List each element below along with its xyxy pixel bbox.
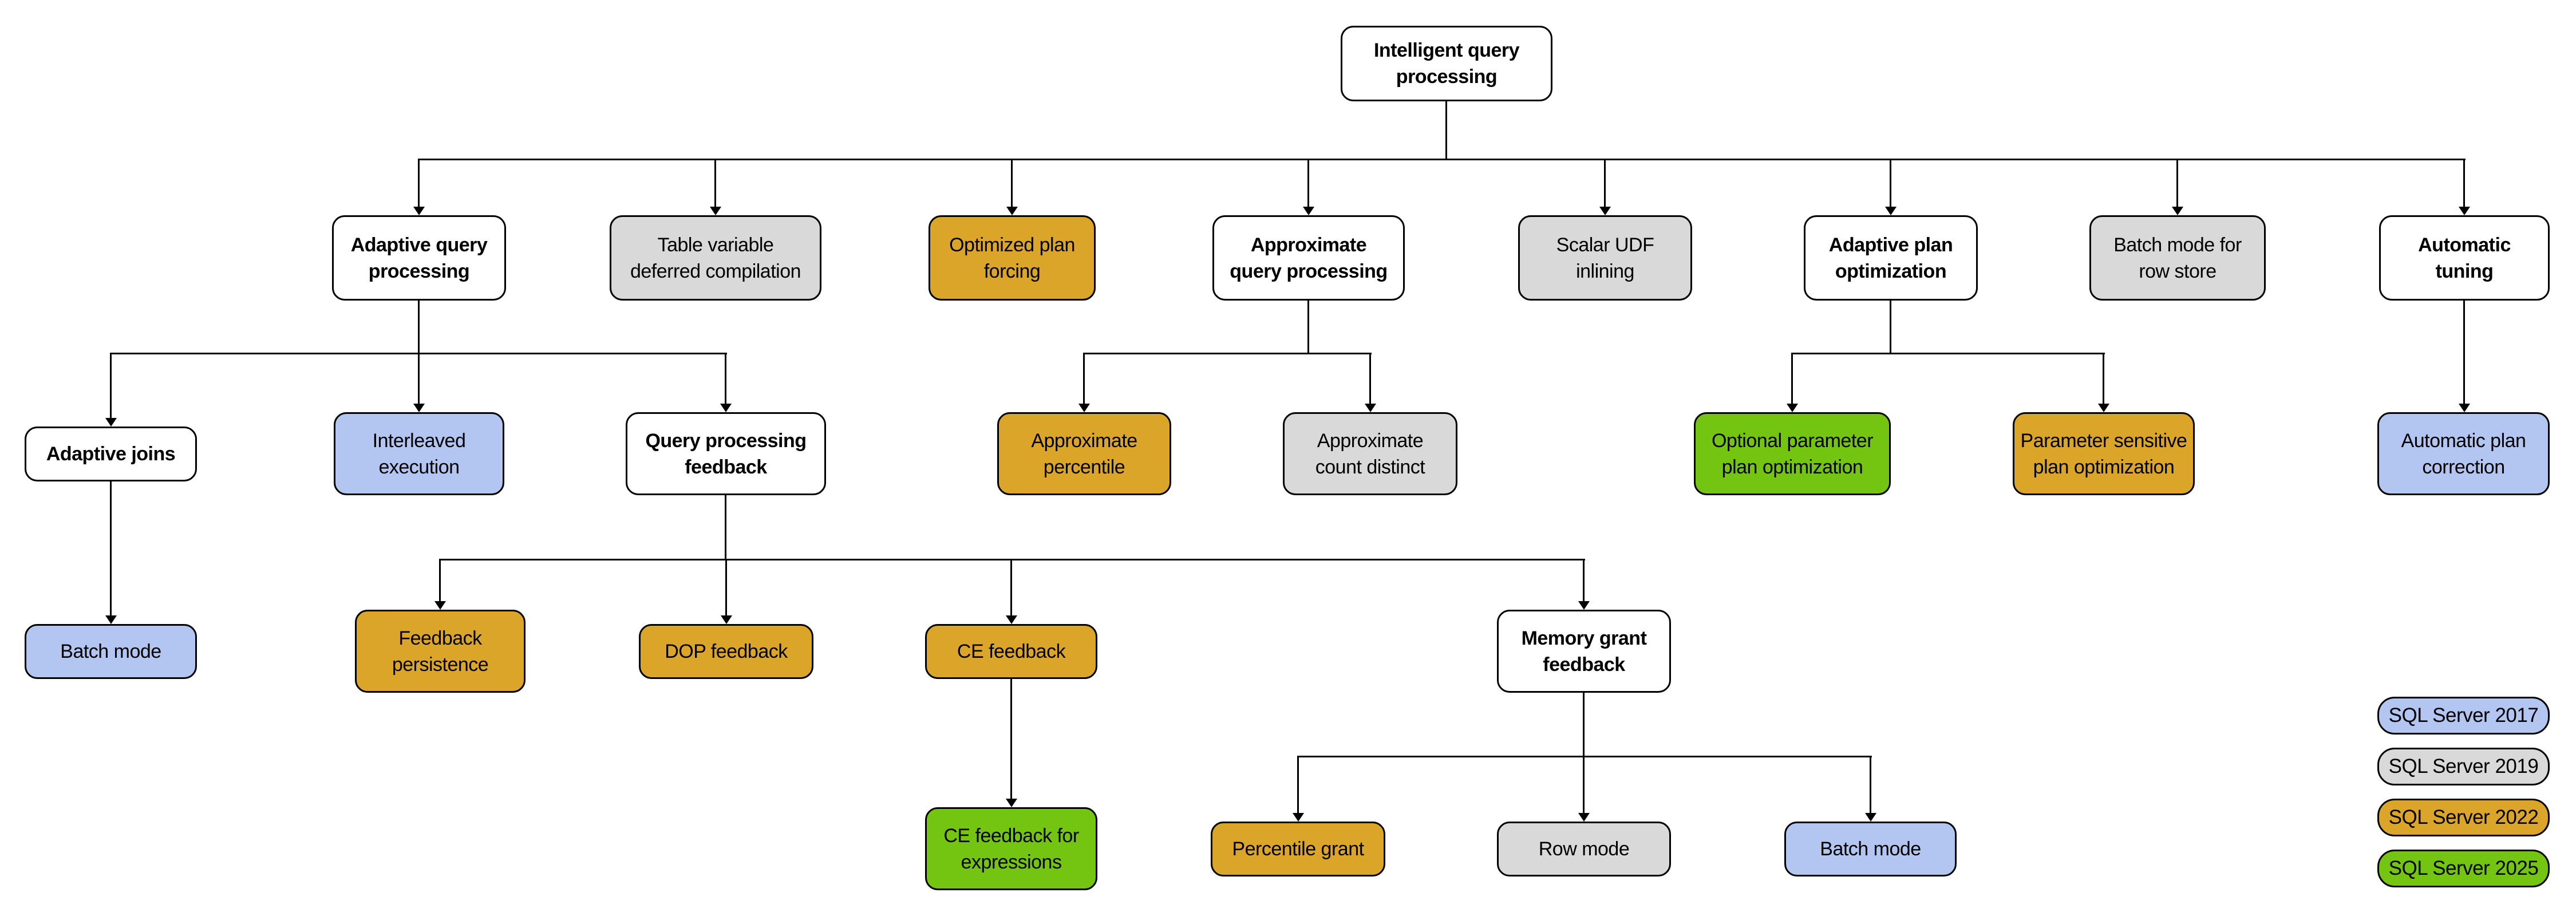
node-dop-feedback: DOP feedback	[639, 624, 813, 679]
edge-drop-batch-mode-memory-grant	[1870, 756, 1871, 814]
arrowhead	[1365, 404, 1376, 412]
edge-drop-batch-mode-for-row-store	[2176, 159, 2178, 208]
arrowhead	[1865, 813, 1876, 822]
edge-approx-bus	[1083, 353, 1372, 354]
edge-drop-table-variable-deferred-compilation	[714, 159, 716, 208]
edge-approx-stem	[1307, 301, 1309, 354]
node-row-mode: Row mode	[1497, 822, 1671, 876]
edge-drop-percentile-grant	[1297, 756, 1299, 814]
arrowhead	[105, 418, 117, 427]
edge-apo-stem	[1890, 301, 1891, 354]
edge-drop-ce-feedback	[1010, 559, 1012, 617]
edge-drop-adaptive-plan-optimization	[1890, 159, 1891, 208]
node-adaptive-plan-optimization: Adaptive plan optimization	[1804, 215, 1978, 301]
legend-sql-server-2022: SQL Server 2022	[2377, 799, 2550, 836]
node-feedback-persistence: Feedback persistence	[355, 610, 526, 693]
arrowhead	[2172, 207, 2183, 215]
edge-apo-bus	[1791, 353, 2105, 354]
arrowhead	[1006, 207, 1018, 215]
node-percentile-grant: Percentile grant	[1211, 822, 1385, 876]
arrowhead	[1006, 615, 1017, 624]
edge-root-bus	[418, 159, 2466, 160]
node-parameter-sensitive-plan-optimization: Parameter sensitive plan optimization	[2013, 412, 2195, 495]
edge-drop-scalar-udf-inlining	[1604, 159, 1606, 208]
arrowhead	[105, 615, 117, 624]
edge-aqp-stem	[418, 301, 420, 354]
node-query-processing-feedback: Query processing feedback	[626, 412, 826, 495]
arrowhead	[720, 404, 732, 412]
edge-mgf-bus	[1297, 756, 1872, 757]
arrowhead	[1006, 799, 1017, 807]
arrowhead	[2098, 404, 2109, 412]
edge-mgf-stem	[1583, 693, 1585, 756]
arrowhead	[434, 601, 446, 610]
arrowhead	[1303, 207, 1314, 215]
node-adaptive-joins: Adaptive joins	[25, 427, 197, 481]
arrowhead	[413, 404, 425, 412]
node-approximate-count-distinct: Approximate count distinct	[1283, 412, 1457, 495]
edge-qpf-stem	[725, 495, 726, 559]
arrowhead	[1078, 404, 1090, 412]
edge-drop-memory-grant-feedback	[1583, 559, 1585, 602]
node-table-variable-deferred-compilation: Table variable deferred compilation	[610, 215, 821, 301]
arrowhead	[413, 207, 425, 215]
node-automatic-tuning: Automatic tuning	[2379, 215, 2550, 301]
edge-drop-approximate-query-processing	[1307, 159, 1309, 208]
arrowhead	[1599, 207, 1611, 215]
node-ce-feedback-for-expressions: CE feedback for expressions	[925, 807, 1097, 890]
node-ce-feedback: CE feedback	[925, 624, 1097, 679]
arrowhead	[1885, 207, 1897, 215]
arrowhead	[710, 207, 721, 215]
node-scalar-udf-inlining: Scalar UDF inlining	[1518, 215, 1692, 301]
edge-drop-automatic-tuning	[2463, 159, 2465, 208]
edge-qpf-bus	[439, 559, 1585, 560]
edge-drop-optimized-plan-forcing	[1011, 159, 1013, 208]
edge-adaptive-joins-batch-mode	[110, 481, 112, 617]
arrowhead	[1787, 404, 1798, 412]
arrowhead	[2459, 207, 2470, 215]
node-optimized-plan-forcing: Optimized plan forcing	[929, 215, 1096, 301]
arrowhead	[2459, 404, 2470, 412]
node-approximate-query-processing: Approximate query processing	[1212, 215, 1405, 301]
edge-drop-adaptive-joins	[110, 353, 112, 419]
node-intelligent-query-processing: Intelligent query processing	[1341, 26, 1552, 101]
node-approximate-percentile: Approximate percentile	[997, 412, 1171, 495]
edge-ce-feedback-expressions	[1010, 679, 1012, 800]
node-batch-mode-adaptive-joins: Batch mode	[25, 624, 197, 679]
node-memory-grant-feedback: Memory grant feedback	[1497, 610, 1671, 693]
legend-sql-server-2017: SQL Server 2017	[2377, 697, 2550, 735]
edge-automatic-tuning	[2463, 301, 2465, 405]
node-adaptive-query-processing: Adaptive query processing	[332, 215, 506, 301]
edge-drop-approximate-count-distinct	[1369, 353, 1371, 405]
node-batch-mode-memory-grant: Batch mode	[1784, 822, 1957, 876]
edge-drop-parameter-sensitive-plan-optimization	[2103, 353, 2104, 405]
arrowhead	[1293, 813, 1304, 822]
arrowhead	[1578, 813, 1590, 822]
node-interleaved-execution: Interleaved execution	[334, 412, 504, 495]
node-batch-mode-for-row-store: Batch mode for row store	[2089, 215, 2266, 301]
edge-drop-adaptive-query-processing	[418, 159, 420, 208]
node-optional-parameter-plan-optimization: Optional parameter plan optimization	[1694, 412, 1891, 495]
edge-drop-interleaved-execution	[418, 353, 420, 405]
arrowhead	[1578, 601, 1590, 610]
edge-drop-row-mode	[1583, 756, 1585, 814]
edge-drop-query-processing-feedback	[725, 353, 726, 405]
legend-sql-server-2025: SQL Server 2025	[2377, 850, 2550, 887]
edge-root-stem	[1445, 101, 1447, 159]
edge-drop-approximate-percentile	[1083, 353, 1085, 405]
edge-drop-feedback-persistence	[439, 559, 441, 602]
arrowhead	[721, 615, 732, 624]
edge-drop-dop-feedback	[725, 559, 727, 617]
edge-drop-optional-parameter-plan-optimization	[1791, 353, 1793, 405]
node-automatic-plan-correction: Automatic plan correction	[2377, 412, 2550, 495]
legend-sql-server-2019: SQL Server 2019	[2377, 748, 2550, 785]
